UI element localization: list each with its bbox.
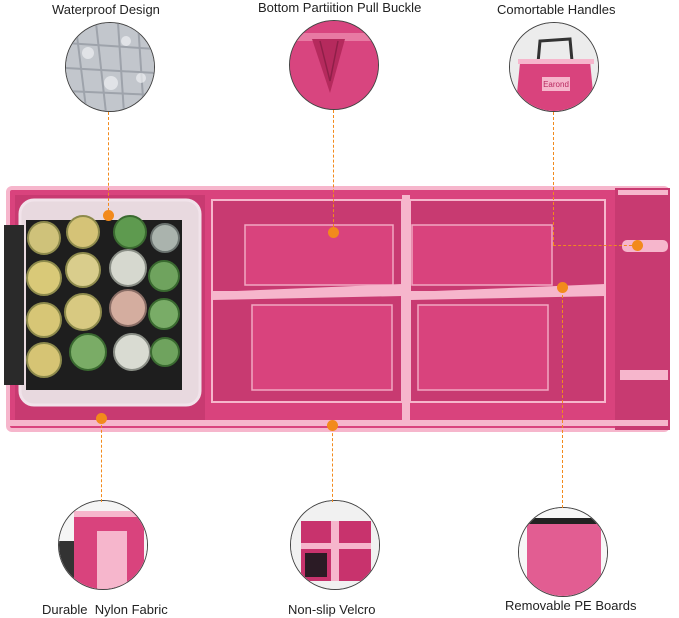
car-trunk-organizer bbox=[4, 186, 670, 432]
nylon-fabric-closeup bbox=[58, 500, 148, 590]
feature-label-pull-buckle: Bottom Partiition Pull Buckle bbox=[258, 0, 422, 15]
leader-dot-pe-boards bbox=[557, 282, 568, 293]
leader-line-handles-horizontal bbox=[553, 245, 637, 246]
leader-line-pe-boards bbox=[562, 290, 563, 508]
velcro-divider-icon bbox=[291, 501, 379, 589]
fabric-corner-icon bbox=[59, 501, 147, 589]
feature-label-handles: Comortable Handles bbox=[497, 2, 616, 17]
foil-texture-icon bbox=[66, 23, 154, 111]
waterproof-lining-closeup bbox=[65, 22, 155, 112]
mesh-pocket bbox=[4, 225, 24, 385]
leader-line-nylon-fabric bbox=[101, 420, 102, 502]
handles-closeup: Earond bbox=[509, 22, 599, 112]
handle-icon: Earond bbox=[510, 23, 598, 111]
feature-label-nylon-fabric: Durable Nylon Fabric bbox=[42, 602, 168, 617]
velcro-closeup bbox=[290, 500, 380, 590]
leader-line-pull-buckle bbox=[333, 110, 334, 232]
board-icon bbox=[519, 508, 607, 596]
brand-tag: Earond bbox=[543, 80, 569, 89]
pull-buckle-closeup bbox=[289, 20, 379, 110]
feature-label-velcro: Non-slip Velcro bbox=[288, 602, 376, 617]
leader-dot-waterproof bbox=[103, 210, 114, 221]
pull-tab-icon bbox=[290, 21, 378, 109]
leader-dot-velcro bbox=[327, 420, 338, 431]
pe-board-closeup bbox=[518, 507, 608, 597]
leader-line-waterproof bbox=[108, 112, 109, 216]
leader-dot-handles bbox=[632, 240, 643, 251]
feature-label-waterproof: Waterproof Design bbox=[52, 2, 160, 17]
beverage-cans bbox=[26, 215, 180, 378]
leader-dot-nylon-fabric bbox=[96, 413, 107, 424]
leader-line-velcro bbox=[332, 428, 333, 502]
leader-dot-pull-buckle bbox=[328, 227, 339, 238]
feature-label-pe-boards: Removable PE Boards bbox=[505, 598, 637, 613]
side-handle bbox=[622, 240, 668, 252]
leader-line-handles-vertical bbox=[553, 112, 554, 245]
center-divider bbox=[402, 195, 410, 425]
